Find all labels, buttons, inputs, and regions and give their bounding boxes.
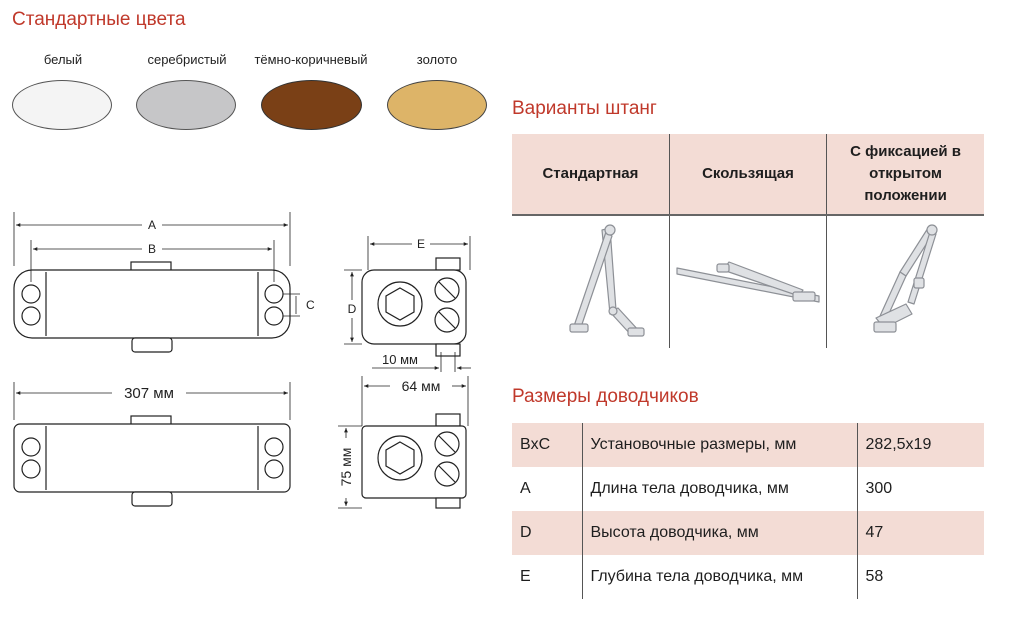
dim-label-10mm: 10 мм	[382, 352, 418, 367]
size-description: Установочные размеры, мм	[582, 423, 858, 467]
closer-body-bottom	[13, 415, 291, 507]
closer-side-bottom	[361, 413, 467, 509]
rods-header-sliding: Скользящая	[669, 134, 828, 216]
rods-title: Варианты штанг	[512, 98, 657, 119]
size-code: BxC	[512, 423, 583, 467]
rods-header-hold-open: С фиксацией в открытом положении	[826, 134, 984, 216]
table-row: BxC Установочные размеры, мм 282,5x19	[512, 423, 984, 467]
dim-label-e: E	[417, 237, 425, 251]
swatch-label-gold: золото	[416, 52, 458, 67]
rods-table: Стандартная Скользящая С фиксацией в отк…	[512, 134, 984, 348]
size-description: Высота доводчика, мм	[582, 511, 858, 555]
size-description: Глубина тела доводчика, мм	[582, 555, 858, 599]
dim-label-c: C	[306, 298, 315, 312]
closer-side-top	[361, 257, 467, 357]
size-description: Длина тела доводчика, мм	[582, 467, 858, 511]
rod-sliding-cell	[669, 215, 828, 348]
size-value: 282,5x19	[857, 423, 984, 467]
rod-hold-open-image	[872, 223, 938, 333]
size-value: 47	[857, 511, 984, 555]
dim-label-75mm: 75 мм	[338, 448, 354, 487]
swatch-dark-brown	[261, 80, 362, 130]
size-value: 300	[865, 480, 893, 497]
rod-hold-open-cell	[827, 215, 984, 348]
swatch-gold	[387, 80, 487, 130]
closer-technical-drawing: A B C 307 мм E D 10 мм 64 мм 75 мм	[13, 212, 471, 509]
swatch-silver	[136, 80, 236, 130]
rods-header-standard: Стандартная	[512, 134, 670, 216]
dim-label-b: B	[148, 242, 156, 256]
size-code: E	[512, 555, 583, 599]
dim-label-a: A	[148, 218, 156, 232]
table-row: D Высота доводчика, мм 47	[512, 511, 984, 555]
table-row: A Длина тела доводчика, мм 300	[512, 467, 984, 511]
swatch-white	[12, 80, 112, 130]
swatch-label-dark-brown: тёмно-коричневый	[254, 52, 368, 67]
rod-standard-image	[569, 223, 646, 337]
table-row: E Глубина тела доводчика, мм 58	[512, 555, 984, 599]
size-code: D	[512, 511, 583, 555]
closer-body-top	[13, 261, 291, 353]
size-value: 58	[865, 568, 884, 585]
colors-title: Стандартные цвета	[12, 9, 186, 30]
size-code: A	[512, 467, 583, 511]
dim-label-64mm: 64 мм	[402, 378, 441, 394]
sizes-table: BxC Установочные размеры, мм 282,5x19 A …	[512, 423, 984, 599]
rod-standard-cell	[512, 215, 670, 348]
sizes-title: Размеры доводчиков	[512, 386, 699, 407]
dim-label-d: D	[348, 302, 357, 316]
swatch-label-silver: серебристый	[147, 52, 227, 67]
dim-label-307: 307 мм	[124, 385, 174, 402]
rod-sliding-image	[676, 260, 820, 303]
swatch-label-white: белый	[43, 52, 83, 67]
